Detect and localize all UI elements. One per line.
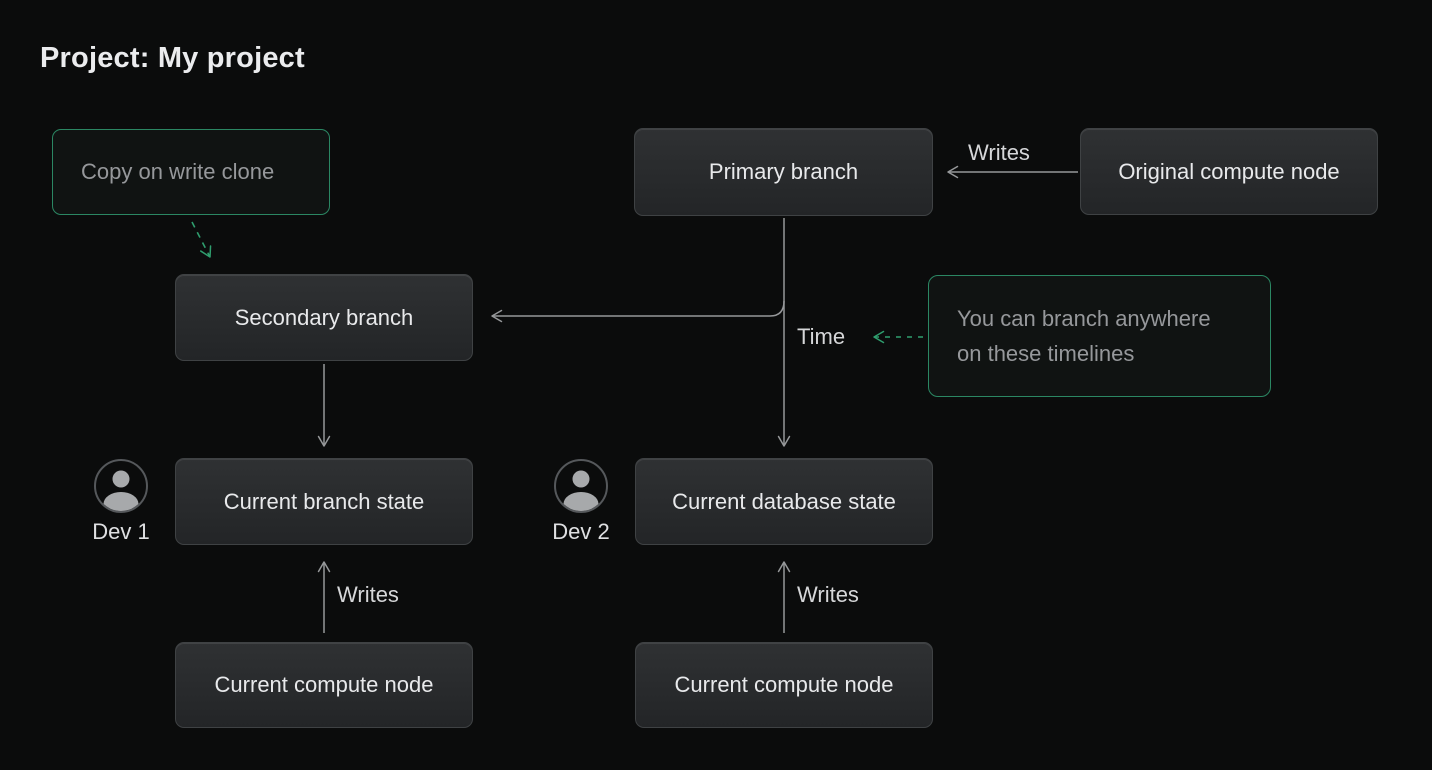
node-copy-on-write-clone: Copy on write clone [52, 129, 330, 215]
edge-label-writes-primary: Writes [968, 140, 1030, 165]
node-branch-anywhere-note: You can branch anywhere on these timelin… [928, 275, 1271, 397]
edge-clone-annotation-dashed [191, 221, 212, 258]
page-title: Project: My project [40, 42, 305, 74]
edge-label-writes-dev1: Writes [337, 582, 399, 607]
actor-dev2: Dev 2 [544, 458, 618, 545]
actor-dev1: Dev 1 [84, 458, 158, 545]
edge-branch-to-secondary [491, 300, 785, 323]
actor-dev2-label: Dev 2 [552, 519, 610, 544]
node-current-compute-node-dev2: Current compute node [635, 642, 933, 728]
node-original-compute-node: Original compute node [1080, 128, 1378, 215]
edge-label-writes-dev2: Writes [797, 582, 859, 607]
person-icon [554, 459, 608, 513]
node-current-database-state: Current database state [635, 458, 933, 545]
node-current-compute-node-dev1: Current compute node [175, 642, 473, 728]
person-icon [94, 459, 148, 513]
edge-label-time: Time [797, 324, 846, 349]
node-secondary-branch: Secondary branch [175, 274, 473, 361]
actor-dev1-label: Dev 1 [92, 519, 150, 544]
node-current-branch-state: Current branch state [175, 458, 473, 545]
node-primary-branch: Primary branch [634, 128, 933, 216]
